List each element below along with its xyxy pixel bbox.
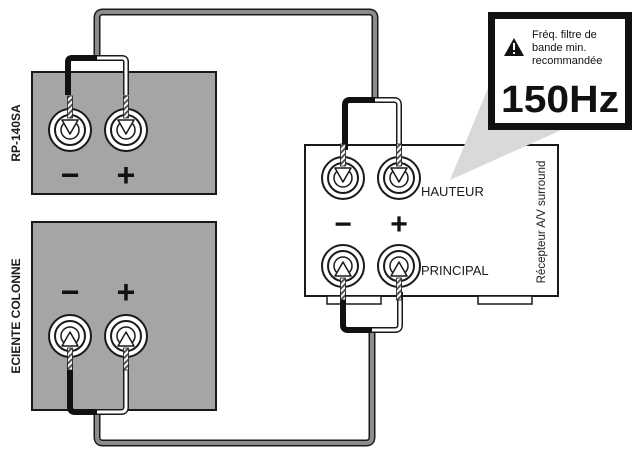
callout-frequency-value: 150Hz [501, 79, 619, 121]
warning-icon [504, 38, 524, 56]
receiver-minus-sign: − [334, 208, 352, 241]
wire-top-run [65, 8, 402, 150]
speaker-bottom-minus-sign: − [61, 274, 80, 310]
speaker-bottom-terminal-minus [48, 314, 92, 371]
receiver-main-terminal-plus [377, 244, 421, 301]
receiver-main-terminal-minus [321, 244, 365, 301]
receiver-plus-sign: + [390, 208, 408, 241]
speaker-top-plus-sign: + [117, 157, 136, 193]
crossover-callout: Fréq. filtre de bande min. recommandée 1… [450, 12, 632, 180]
terminals [48, 95, 421, 371]
speaker-bottom-plus-sign: + [117, 274, 136, 310]
speaker-bottom-terminal-plus [104, 314, 148, 371]
callout-pointer [450, 88, 566, 180]
receiver-foot-right [477, 295, 533, 305]
receiver-height-terminal-minus [321, 143, 365, 200]
wire-bottom-run [67, 292, 403, 447]
callout-line-3: recommandée [532, 55, 602, 67]
speaker-top-minus-sign: − [61, 157, 80, 193]
receiver-label: Récepteur A/V surround [536, 161, 548, 284]
receiver-foot-left [326, 295, 382, 305]
main-label: PRINCIPAL [421, 263, 489, 278]
callout-inner [495, 19, 625, 123]
height-label: HAUTEUR [421, 184, 484, 199]
receiver-height-terminal-plus [377, 143, 421, 200]
speaker-top-terminal-plus [104, 95, 148, 152]
callout-line-2: bande min. [532, 42, 586, 54]
speaker-top-terminal-minus [48, 95, 92, 152]
speaker-bottom-label: ECIENTE COLONNE [9, 258, 23, 373]
speaker-bottom: ECIENTE COLONNE − + [9, 221, 217, 411]
speaker-top-label: RP-140SA [9, 104, 23, 162]
callout-line-1: Fréq. filtre de [532, 29, 597, 41]
